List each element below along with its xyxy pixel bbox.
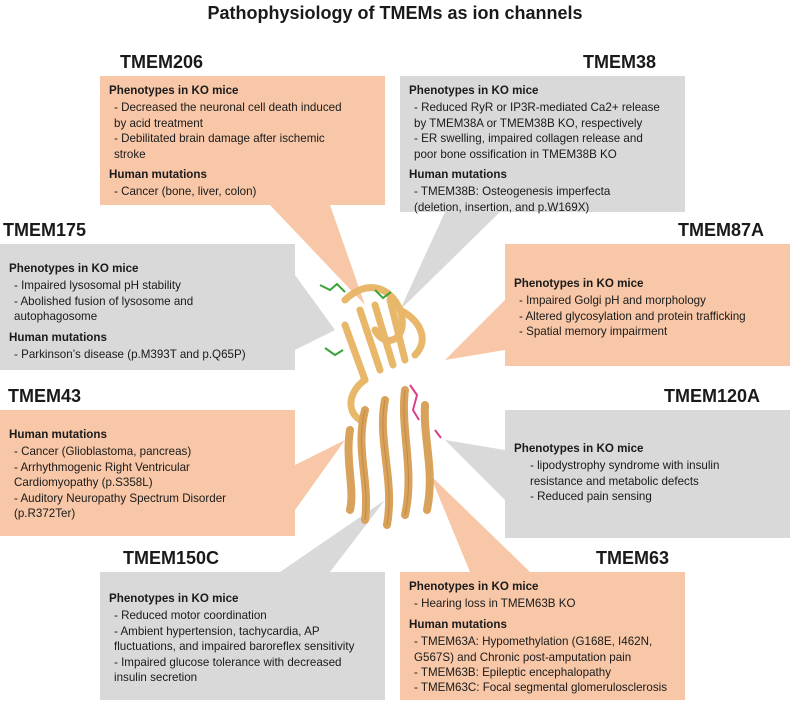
tmem175-ko-heading: Phenotypes in KO mice	[9, 262, 139, 275]
tmem43-hm-heading: Human mutations	[9, 428, 107, 441]
tmem120a-ko-1: resistance and metabolic defects	[530, 474, 699, 488]
tmem150c-box: Phenotypes in KO mice - Reduced motor co…	[100, 572, 385, 700]
pointer-tmem38	[400, 212, 500, 310]
tmem63-ko-heading: Phenotypes in KO mice	[409, 580, 539, 593]
tmem175-hm-heading: Human mutations	[9, 330, 107, 344]
tmem206-label: TMEM206	[120, 52, 204, 72]
tmem43-box: Human mutations - Cancer (Glioblastoma, …	[0, 410, 295, 536]
tmem150c-ko-2: fluctuations, and impaired baroreflex se…	[114, 640, 355, 654]
tmem175-box: Phenotypes in KO mice - Impaired lysosom…	[0, 244, 295, 370]
tmem120a-box: Phenotypes in KO mice - lipodystrophy sy…	[505, 410, 790, 538]
tmem38-ko-0: - Reduced RyR or IP3R-mediated Ca2+ rele…	[414, 101, 660, 115]
tmem63-hm-0: - TMEM63A: Hypomethylation (G168E, I462N…	[414, 635, 653, 649]
tmem38-ko-2: - ER swelling, impaired collagen release…	[414, 132, 643, 146]
pointer-tmem150c	[280, 500, 385, 572]
tmem38-ko-heading: Phenotypes in KO mice	[409, 84, 539, 97]
tmem63-hm-1: G567S) and Chronic post-amputation pain	[414, 650, 632, 664]
tmem150c-ko-3: - Impaired glucose tolerance with decrea…	[114, 655, 342, 669]
tmem63-hm-2: - TMEM63B: Epileptic encephalopathy	[414, 666, 611, 680]
tmem150c-ko-0: - Reduced motor coordination	[114, 609, 267, 623]
tmem120a-ko-2: - Reduced pain sensing	[530, 490, 652, 504]
tmem38-ko-1: by TMEM38A or TMEM38B KO, respectively	[414, 116, 643, 130]
tmem206-box: Phenotypes in KO mice - Decreased the ne…	[100, 76, 385, 205]
tmem150c-ko-1: - Ambient hypertension, tachycardia, AP	[114, 624, 320, 638]
tmem87a-ko-1: - Altered glycosylation and protein traf…	[519, 309, 746, 323]
tmem87a-ko-heading: Phenotypes in KO mice	[514, 277, 644, 290]
pointer-tmem87a	[445, 300, 505, 360]
tmem175-ko-2: autophagosome	[14, 310, 98, 324]
tmem43-hm-0: - Cancer (Glioblastoma, pancreas)	[14, 445, 192, 459]
tmem87a-ko-2: - Spatial memory impairment	[519, 325, 668, 339]
tmem87a-box: Phenotypes in KO mice - Impaired Golgi p…	[505, 244, 790, 366]
tmem120a-label: TMEM120A	[664, 386, 761, 406]
tmem38-hm-0: - TMEM38B: Osteogenesis imperfecta	[414, 185, 611, 199]
tmem206-ko-2: - Debilitated brain damage after ischemi…	[114, 132, 325, 146]
figure-title: Pathophysiology of TMEMs as ion channels	[207, 3, 583, 23]
tmem206-ko-heading: Phenotypes in KO mice	[109, 84, 239, 97]
tmem63-box: Phenotypes in KO mice - Hearing loss in …	[400, 572, 685, 700]
tmem38-box: Phenotypes in KO mice - Reduced RyR or I…	[400, 76, 685, 214]
tmem206-ko-0: - Decreased the neuronal cell death indu…	[114, 101, 342, 115]
tmem206-hm-0: - Cancer (bone, liver, colon)	[114, 185, 257, 199]
tmem175-ko-1: - Abolished fusion of lysosome and	[14, 294, 194, 308]
tmem87a-label: TMEM87A	[678, 220, 765, 240]
tmem120a-ko-0: - lipodystrophy syndrome with insulin	[530, 459, 720, 473]
tmem43-hm-3: - Auditory Neuropathy Spectrum Disorder	[14, 491, 226, 505]
tmem43-hm-2: Cardiomyopathy (p.S358L)	[14, 476, 153, 490]
pointer-tmem175	[295, 275, 335, 350]
tmem38-ko-3: poor bone ossification in TMEM38B KO	[414, 147, 617, 161]
tmem175-hm-0: - Parkinson’s disease (p.M393T and p.Q65…	[14, 348, 246, 362]
tmem175-ko-0: - Impaired lysosomal pH stability	[14, 279, 181, 293]
tmem120a-ko-heading: Phenotypes in KO mice	[514, 442, 644, 455]
tmem63-ko-0: - Hearing loss in TMEM63B KO	[414, 597, 576, 611]
tmem175-label: TMEM175	[3, 220, 87, 240]
protein-structure-image	[319, 282, 442, 529]
tmem150c-ko-heading: Phenotypes in KO mice	[109, 592, 239, 605]
tmem206-ko-3: stroke	[114, 147, 146, 161]
tmem206-hm-heading: Human mutations	[109, 168, 207, 182]
tmem63-hm-3: - TMEM63C: Focal segmental glomeruloscle…	[414, 681, 668, 695]
tmem43-hm-1: - Arrhythmogenic Right Ventricular	[14, 460, 190, 474]
tmem63-label: TMEM63	[596, 548, 670, 568]
pointer-tmem43	[295, 440, 345, 510]
tmem38-label: TMEM38	[583, 52, 657, 72]
pointer-tmem120a	[445, 440, 505, 500]
tmem150c-label: TMEM150C	[123, 548, 220, 568]
tmem87a-ko-0: - Impaired Golgi pH and morphology	[519, 294, 706, 308]
tmem38-hm-heading: Human mutations	[409, 168, 507, 182]
tmem38-hm-1: (deletion, insertion, and p.W169X)	[414, 200, 590, 214]
tmem43-hm-4: (p.R372Ter)	[14, 507, 76, 521]
tmem150c-ko-4: insulin secretion	[114, 671, 198, 685]
tmem43-label: TMEM43	[8, 386, 82, 406]
pointer-tmem206	[270, 205, 365, 305]
tmem63-hm-heading: Human mutations	[409, 617, 507, 631]
tmem206-ko-1: by acid treatment	[114, 116, 203, 130]
pointer-tmem63	[430, 475, 530, 572]
